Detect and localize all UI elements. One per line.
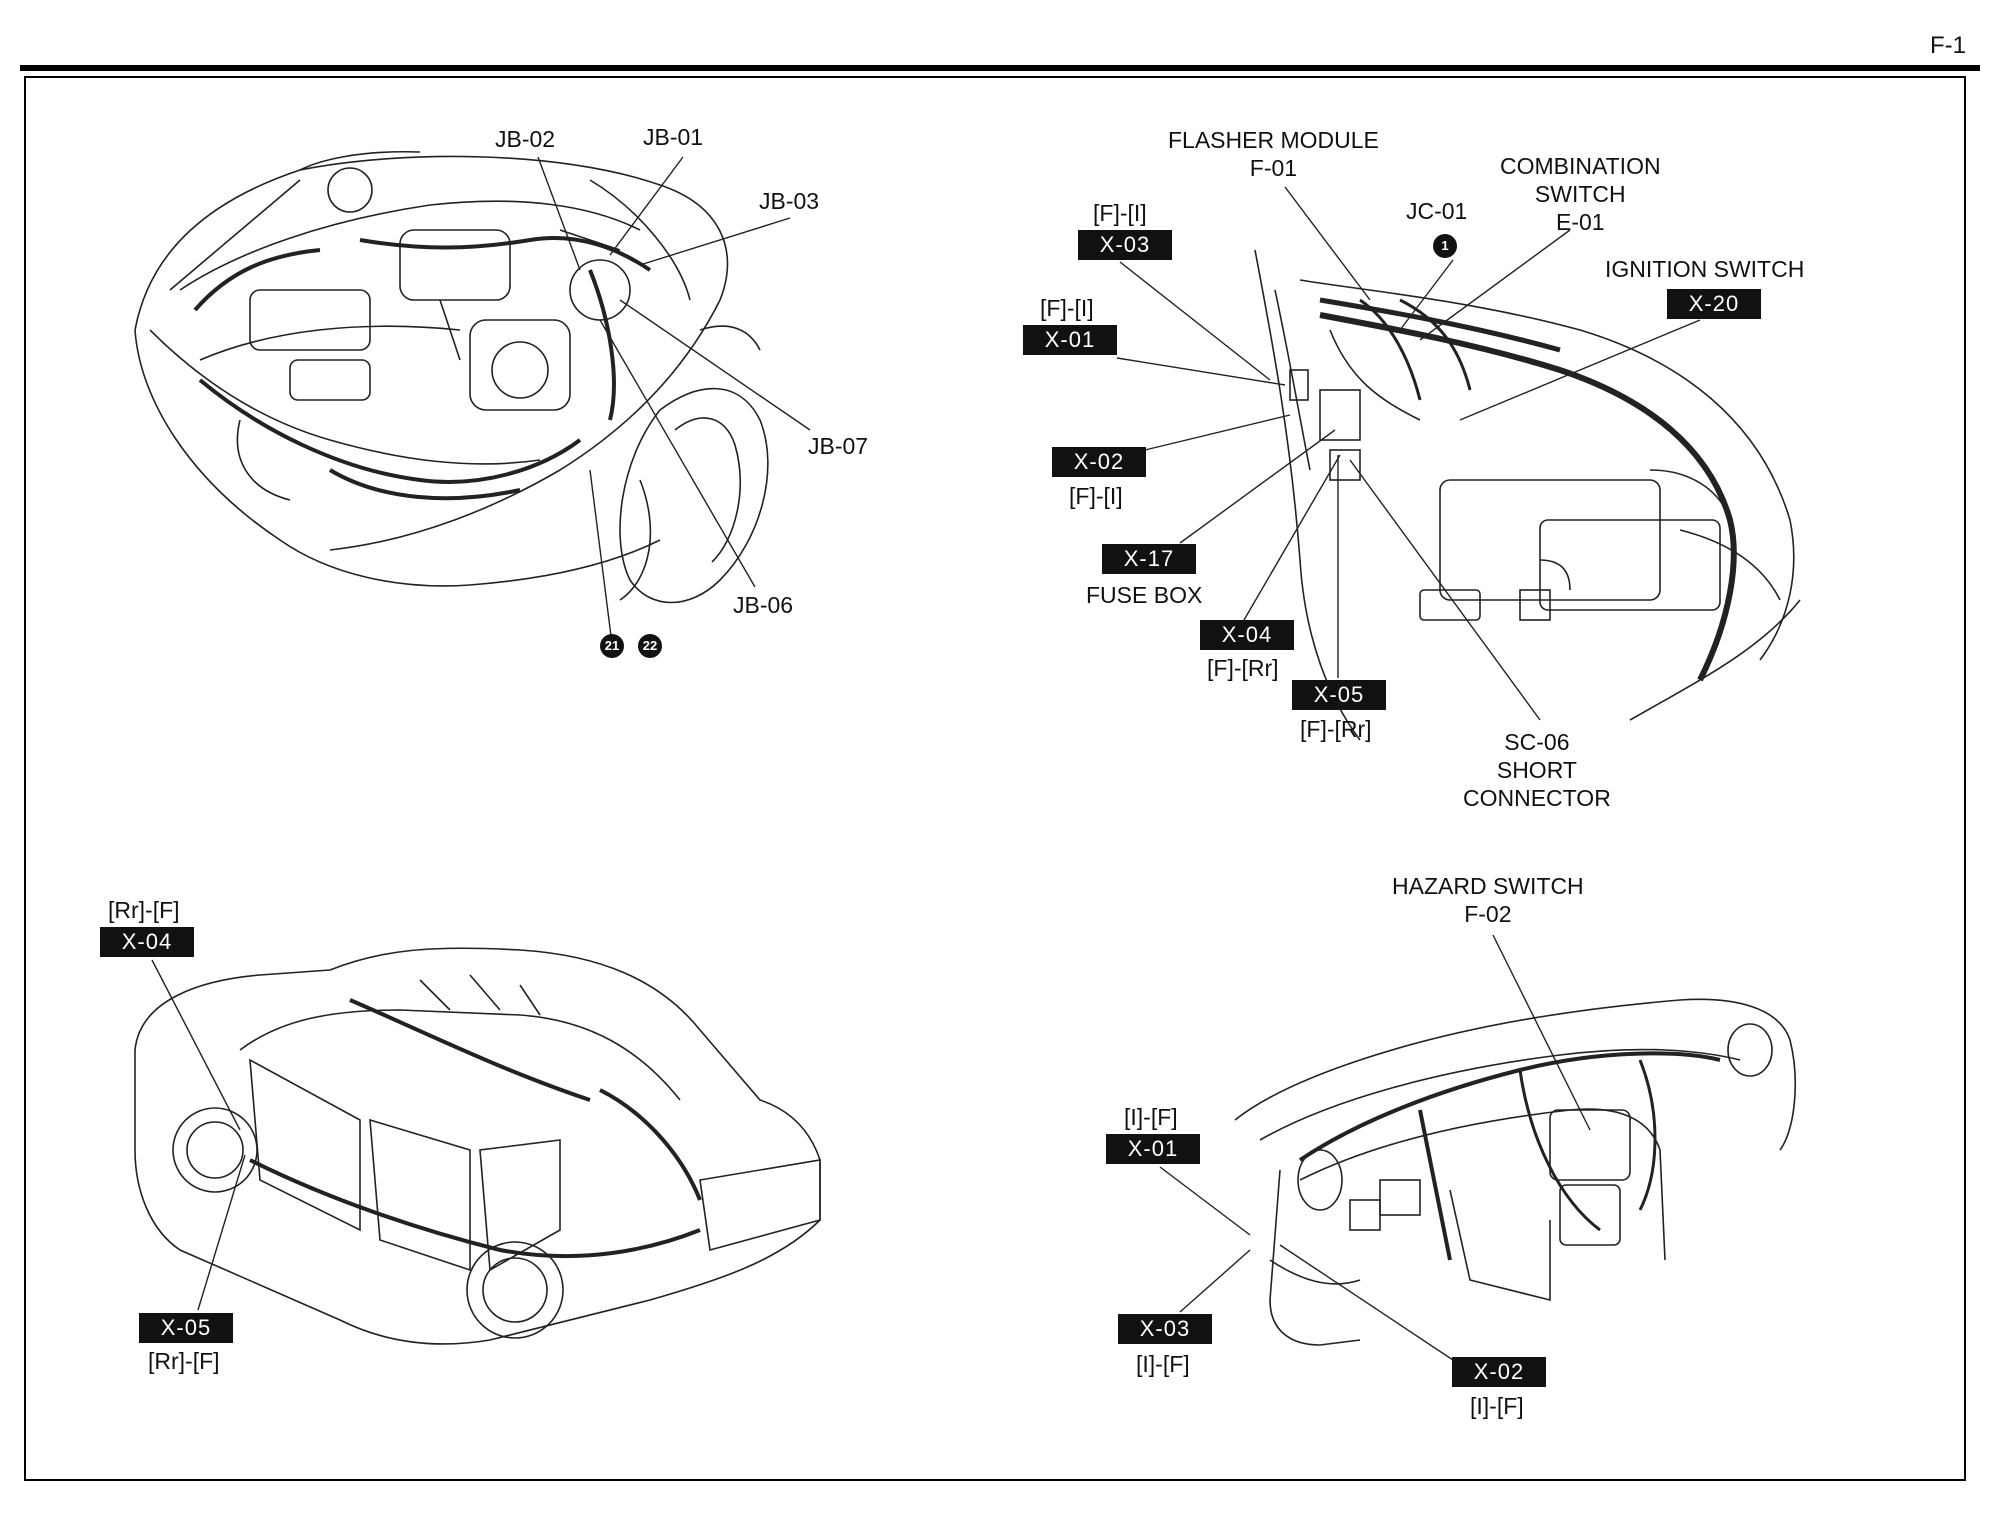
- x03-connector-box: X-03: [1078, 230, 1172, 260]
- sc06-line1: SHORT: [1496, 757, 1577, 783]
- x03-top-label: [F]-[I]: [1093, 200, 1147, 226]
- dash-x01-label: [I]-[F]: [1124, 1104, 1178, 1130]
- ground-marker-21: 21: [600, 634, 624, 658]
- x01-top-label: [F]-[I]: [1040, 295, 1094, 321]
- flasher-module-code: F-01: [1249, 155, 1298, 181]
- dash-x02-label: [I]-[F]: [1470, 1393, 1524, 1419]
- ignition-switch-label: IGNITION SWITCH: [1605, 256, 1805, 282]
- dash-x02-connector-box: X-02: [1452, 1357, 1546, 1387]
- body-x04-label: [Rr]-[F]: [108, 897, 180, 923]
- body-x04-connector-box: X-04: [100, 927, 194, 957]
- x02-connector-box: X-02: [1052, 447, 1146, 477]
- hazard-switch-callout: HAZARD SWITCH F-02: [1392, 872, 1584, 928]
- body-x05-connector-box: X-05: [139, 1313, 233, 1343]
- jc01-marker: 1: [1433, 234, 1457, 258]
- flasher-module-name: FLASHER MODULE: [1168, 127, 1379, 153]
- combination-switch-code: E-01: [1555, 209, 1605, 235]
- hazard-switch-code: F-02: [1464, 901, 1512, 927]
- dash-x01-connector-box: X-01: [1106, 1134, 1200, 1164]
- x01-connector-box: X-01: [1023, 325, 1117, 355]
- x17-connector-box: X-17: [1102, 544, 1196, 574]
- sc06-code: SC-06: [1504, 729, 1570, 755]
- x05-top-label: [F]-[Rr]: [1300, 716, 1372, 742]
- x05-connector-box: X-05: [1292, 680, 1386, 710]
- leader-lines: [151, 156, 1701, 1371]
- dashboard-illustration: [1234, 998, 1796, 1346]
- x02-top-label: [F]-[I]: [1069, 483, 1123, 509]
- body-illustration: [134, 947, 821, 1345]
- jc01-label: JC-01: [1406, 198, 1468, 224]
- page-number: F-1: [1930, 32, 1966, 59]
- combination-switch-callout: COMBINATION SWITCH E-01: [1500, 152, 1661, 236]
- fuse-box-label: FUSE BOX: [1086, 582, 1203, 608]
- ground-marker-22: 22: [638, 634, 662, 658]
- combination-switch-line2: SWITCH: [1534, 181, 1626, 207]
- combination-switch-line1: COMBINATION: [1500, 153, 1661, 179]
- top-rule: [20, 65, 1980, 71]
- sc06-line2: CONNECTOR: [1463, 785, 1611, 811]
- x04-connector-box: X-04: [1200, 620, 1294, 650]
- jb06-label: JB-06: [733, 592, 794, 618]
- dash-x03-connector-box: X-03: [1118, 1314, 1212, 1344]
- x20-connector-box: X-20: [1667, 289, 1761, 319]
- hazard-switch-name: HAZARD SWITCH: [1392, 873, 1584, 899]
- engine-bay-illustration: [134, 150, 769, 604]
- flasher-module-callout: FLASHER MODULE F-01: [1168, 126, 1379, 182]
- jb07-label: JB-07: [808, 433, 869, 459]
- body-x05-label: [Rr]-[F]: [148, 1348, 220, 1374]
- x04-top-label: [F]-[Rr]: [1207, 655, 1279, 681]
- jb02-label: JB-02: [495, 126, 556, 152]
- dash-x03-label: [I]-[F]: [1136, 1351, 1190, 1377]
- jb03-label: JB-03: [759, 188, 820, 214]
- cowl-illustration: [1254, 249, 1801, 741]
- jb01-label: JB-01: [643, 124, 704, 150]
- diagram-frame: [24, 76, 1966, 1481]
- sc06-callout: SC-06 SHORT CONNECTOR: [1463, 728, 1611, 812]
